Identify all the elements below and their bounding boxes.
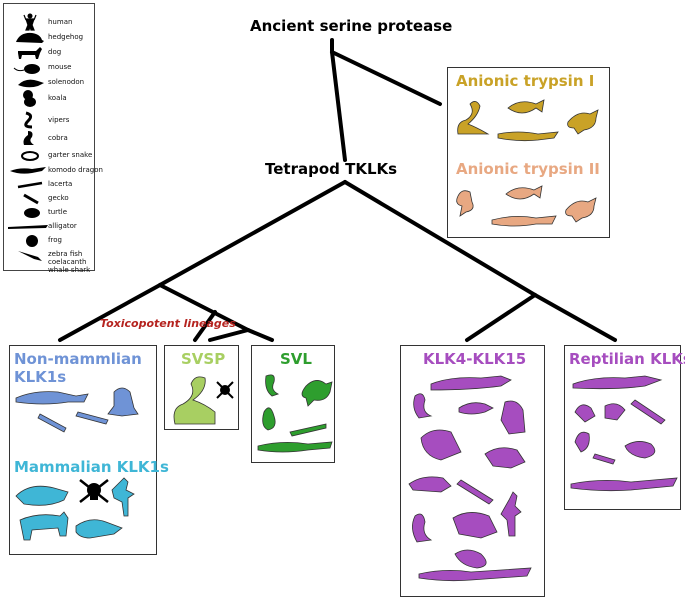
svsp-silhouettes — [173, 376, 234, 425]
frog-icon — [26, 235, 38, 247]
legend-row-cobra: cobra — [4, 131, 96, 145]
tetrapod-node-label: Tetrapod TKLKs — [265, 160, 398, 178]
svsp-box: SVSP — [164, 345, 239, 430]
non-mammalian-klk1s-silhouettes — [15, 387, 139, 433]
mammalian-klk1s-title: Mammalian KLK1s — [14, 458, 169, 476]
anionic-trypsin-box: Anionic trypsin I Anionic trypsin II — [447, 67, 610, 238]
legend-row-gecko: gecko — [4, 192, 96, 205]
garter-snake-icon — [21, 151, 39, 161]
legend-row-zebra-fish: zebra fish — [4, 248, 96, 261]
zebra-fish-icon — [18, 251, 42, 261]
reptilian-klks-silhouettes — [570, 375, 678, 492]
legend-row-alligator: alligator — [4, 220, 96, 233]
svl-title: SVL — [280, 350, 312, 368]
human-icon — [23, 13, 37, 31]
mouse-icon — [13, 64, 40, 74]
legend-row-koala: koala — [4, 90, 96, 107]
legend-row-solenodon: solenodon — [4, 76, 96, 89]
legend-row-mouse: mouse — [4, 61, 96, 74]
legend-row-human: human — [4, 13, 96, 31]
klk4-klk15-box: KLK4-KLK15 — [400, 345, 545, 597]
legend-row-frog: frog — [4, 234, 96, 247]
anionic-trypsin-1-silhouettes — [457, 99, 599, 142]
cobra-icon — [23, 131, 34, 145]
komodo-dragon-icon — [10, 167, 46, 174]
dog-icon — [18, 47, 42, 59]
viper-icon — [24, 111, 33, 129]
svl-silhouettes — [257, 374, 333, 453]
turtle-icon — [24, 208, 40, 218]
anionic-trypsin-1-title: Anionic trypsin I — [456, 72, 595, 90]
legend-row-hedgehog: hedgehog — [4, 31, 96, 44]
legend-row-lacerta: lacerta — [4, 178, 96, 191]
klk1s-box: Non-mammlian KLK1s Mammalian KLK1s — [9, 345, 169, 555]
reptilian-klks-box: Reptilian KLKs — [564, 345, 685, 510]
mammalian-klk1s-silhouettes — [15, 477, 135, 541]
solenodon-icon — [18, 79, 44, 88]
gecko-icon — [23, 193, 39, 205]
toxicopotent-label: Toxicopotent lineages — [100, 317, 236, 330]
legend-row-dog: dog — [4, 46, 96, 59]
non-mammalian-klk1s-title-line2: KLK1s — [14, 368, 67, 386]
hedgehog-icon — [16, 32, 44, 43]
anionic-trypsin-2-silhouettes — [456, 185, 597, 227]
species-legend: human hedgehog dog mouse solenodon koala… — [3, 3, 103, 274]
non-mammalian-klk1s-title-line1: Non-mammlian — [14, 350, 142, 368]
alligator-icon — [8, 225, 48, 229]
reptilian-klks-title: Reptilian KLKs — [569, 350, 685, 368]
klk4-klk15-silhouettes — [408, 375, 532, 582]
legend-row-komodo-dragon: komodo dragon — [4, 164, 103, 177]
legend-row-whale-shark: whale shark — [48, 266, 91, 274]
svsp-title: SVSP — [181, 350, 226, 368]
legend-row-turtle: turtle — [4, 206, 96, 219]
legend-row-garter-snake: garter snake — [4, 149, 96, 162]
lacerta-icon — [17, 181, 43, 189]
svl-box: SVL — [251, 345, 335, 463]
root-node-label: Ancient serine protease — [250, 17, 453, 35]
klk4-klk15-title: KLK4-KLK15 — [423, 350, 527, 368]
legend-row-coelacanth: coelacanth — [48, 258, 87, 266]
legend-row-vipers: vipers — [4, 111, 96, 129]
anionic-trypsin-2-title: Anionic trypsin II — [456, 160, 600, 178]
koala-icon — [23, 90, 36, 107]
